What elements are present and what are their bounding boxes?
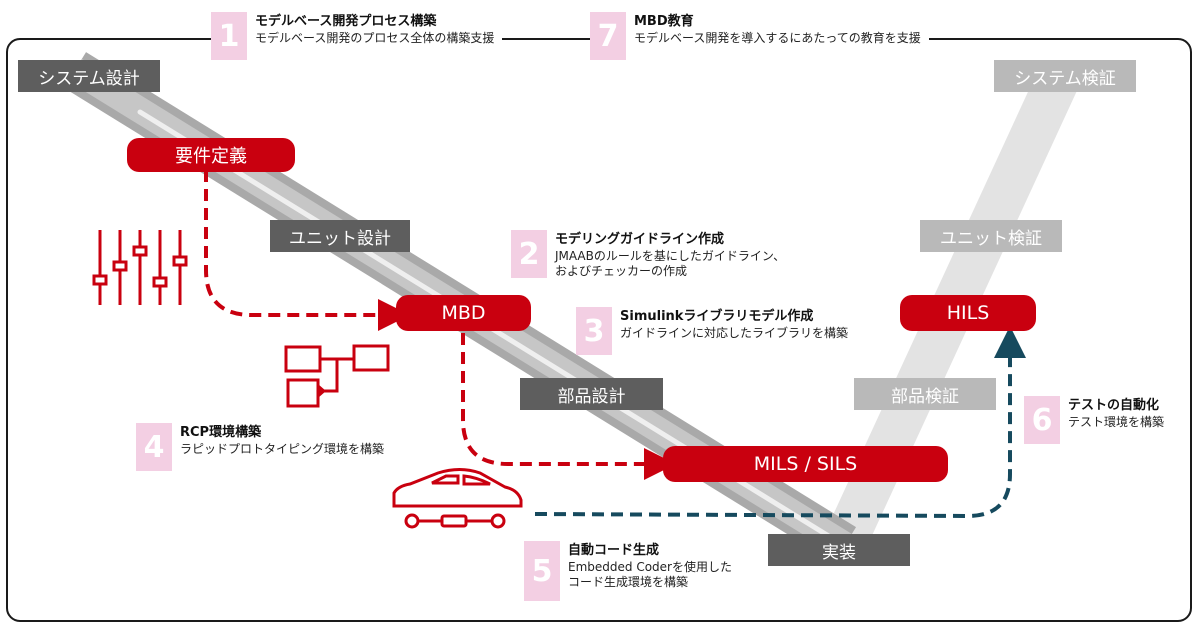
node-requirements: 要件定義 [127, 138, 295, 172]
phase-system-verification: システム検証 [994, 60, 1136, 92]
step-2: 2 モデリングガイドライン作成 JMAABのルールを基にしたガイドライン、 およ… [511, 230, 786, 281]
step-4: 4 RCP環境構築 ラピッドプロトタイピング環境を構築 [136, 423, 385, 471]
step-title: RCP環境構築 [180, 425, 262, 440]
phase-implementation: 実装 [768, 534, 910, 566]
step-title: モデルベース開発プロセス構築 [255, 14, 437, 29]
sliders-icon [92, 230, 188, 305]
step-description: モデルベース開発のプロセス全体の構築支援 [255, 30, 495, 45]
step-description-line-2: およびチェッカーの作成 [555, 264, 688, 279]
step-number: 1 [211, 12, 247, 60]
step-description: モデルベース開発を導入するにあたっての教育を支援 [634, 30, 921, 45]
node-mbd: MBD [396, 295, 531, 331]
step-title: 自動コード生成 [568, 543, 660, 558]
step-number: 5 [524, 541, 560, 601]
step-description: テスト環境を構築 [1068, 414, 1165, 429]
step-7: 7 MBD教育 モデルベース開発を導入するにあたっての教育を支援 [590, 12, 929, 60]
step-description: JMAABのルールを基にしたガイドライン、 [555, 248, 786, 263]
phase-unit-verification: ユニット検証 [920, 220, 1062, 252]
step-number: 3 [576, 307, 612, 355]
node-hils: HILS [900, 295, 1036, 331]
phase-unit-design: ユニット設計 [270, 220, 410, 252]
node-mils-sils: MILS / SILS [663, 446, 948, 482]
step-description-line-2: コード生成環境を構築 [568, 575, 689, 590]
phase-system-design: システム設計 [18, 60, 160, 92]
step-description: Embedded Coderを使用した [568, 559, 732, 574]
car-icon [392, 468, 523, 529]
phase-part-verification: 部品検証 [854, 378, 996, 410]
step-title: モデリングガイドライン作成 [555, 232, 725, 247]
step-number: 6 [1024, 396, 1060, 444]
step-title: テストの自動化 [1068, 398, 1160, 413]
step-5: 5 自動コード生成 Embedded Coderを使用した コード生成環境を構築 [524, 541, 732, 601]
step-number: 7 [590, 12, 626, 60]
step-title: Simulinkライブラリモデル作成 [620, 309, 814, 324]
block-diagram-icon [284, 344, 390, 408]
step-description: ラピッドプロトタイピング環境を構築 [180, 441, 385, 456]
flow-arrow-mbd-to-mils [461, 333, 676, 480]
step-6: 6 テストの自動化 テスト環境を構築 [1024, 396, 1165, 444]
step-3: 3 Simulinkライブラリモデル作成 ガイドラインに対応したライブラリを構築 [576, 307, 849, 355]
step-1: 1 モデルベース開発プロセス構築 モデルベース開発のプロセス全体の構築支援 [211, 12, 503, 60]
flow-arrow-car-to-hils [534, 326, 1026, 519]
step-number: 4 [136, 423, 172, 471]
phase-part-design: 部品設計 [520, 378, 663, 410]
step-title: MBD教育 [634, 14, 694, 29]
flow-arrow-requirements-to-mbd [204, 170, 410, 331]
step-description: ガイドラインに対応したライブラリを構築 [620, 325, 849, 340]
step-number: 2 [511, 230, 547, 278]
